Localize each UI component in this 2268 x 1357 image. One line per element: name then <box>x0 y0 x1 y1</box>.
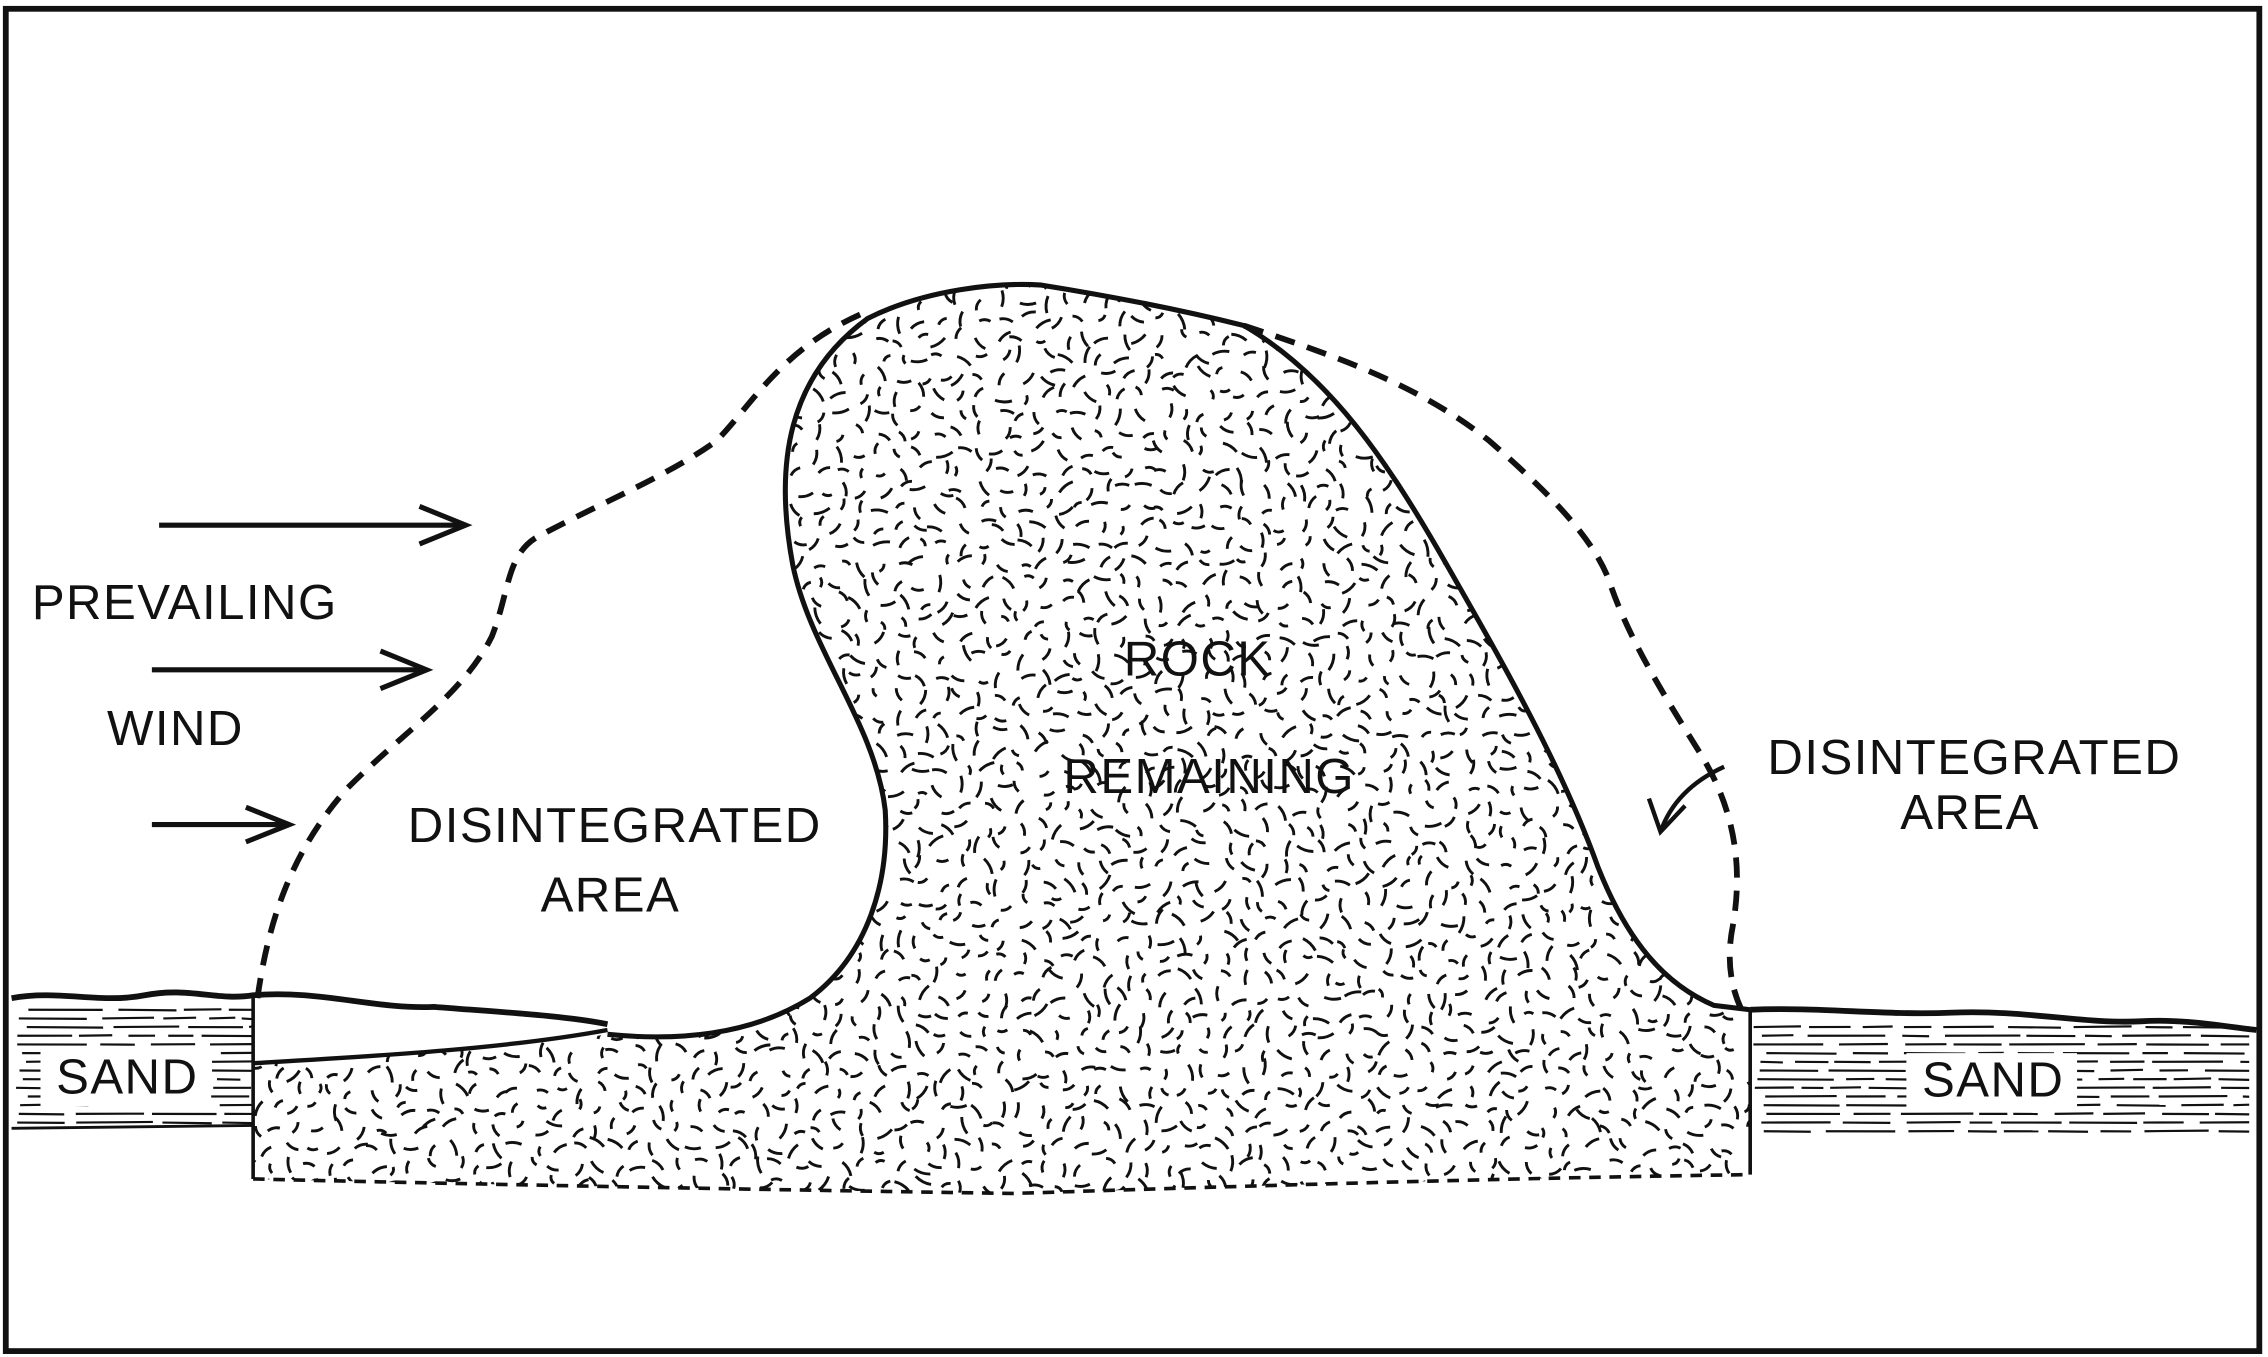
label-right-area: AREA <box>1900 785 2040 840</box>
original-outline-dashed <box>254 308 1746 1014</box>
rock-outline <box>607 281 1751 1040</box>
base-dashed-line <box>253 1172 1751 1196</box>
wind-arrow-icon <box>151 804 297 845</box>
label-right-disintegrated: DISINTEGRATED <box>1767 730 2181 785</box>
ground-line <box>252 1027 608 1066</box>
wind-arrow-icon <box>159 504 473 547</box>
label-sand-left: SAND <box>56 1050 198 1105</box>
label-sand-right: SAND <box>1922 1053 2064 1108</box>
curved-arrow-icon <box>1646 764 1726 836</box>
label-left-area: AREA <box>541 867 681 922</box>
label-left-disintegrated: DISINTEGRATED <box>408 798 822 853</box>
frame-border <box>2 5 2263 1354</box>
label-prevailing: PREVAILING <box>32 575 338 630</box>
wind-arrows <box>151 504 473 845</box>
label-rock: ROCK <box>1124 632 1272 687</box>
label-wind: WIND <box>107 701 244 756</box>
label-remaining: REMAINING <box>1063 749 1355 804</box>
wind-arrow-icon <box>151 648 434 691</box>
